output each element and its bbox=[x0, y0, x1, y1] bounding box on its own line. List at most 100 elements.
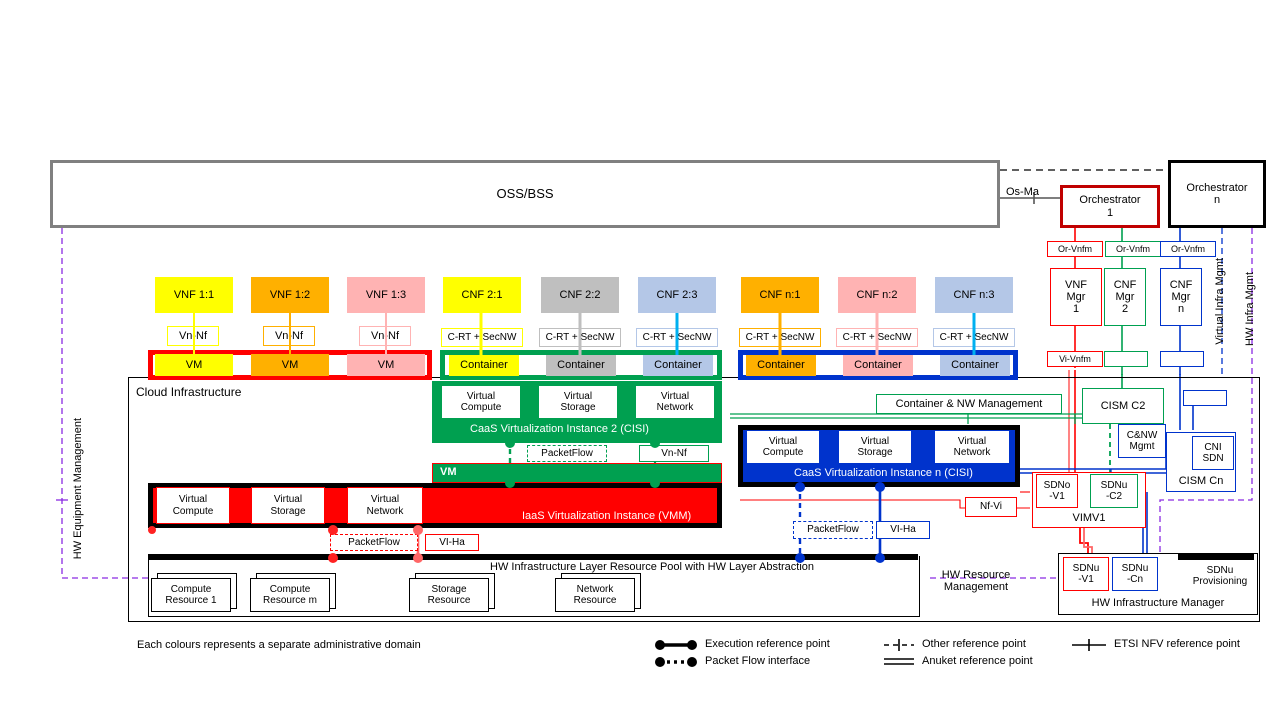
function-box-vnf-1-3[interactable]: VNF 1:3 bbox=[347, 277, 425, 313]
sdno-v1-box[interactable]: SDNo-V1 bbox=[1036, 474, 1078, 508]
rp-crt-secnw-2[interactable]: C-RT + SecNW bbox=[539, 328, 621, 347]
hw-infra-mgmt-label: HW Infra Mgmt bbox=[1244, 272, 1256, 346]
hw-resource-compute-1[interactable]: Compute Resource 1 bbox=[151, 578, 231, 612]
vnf-mgr-1-line2: Mgr bbox=[1066, 290, 1086, 303]
hw-resource-network[interactable]: Network Resource bbox=[555, 578, 635, 612]
unit-container-6[interactable]: Container bbox=[940, 355, 1010, 376]
rp-label: Vn-Nf bbox=[370, 329, 400, 342]
rp-crt-secnw-5[interactable]: C-RT + SecNW bbox=[836, 328, 918, 347]
unit-label: Container bbox=[757, 359, 805, 372]
vnf-mgr-1-line1: VNF bbox=[1065, 278, 1087, 291]
rp-vn-nf-caas2[interactable]: Vn-Nf bbox=[639, 445, 709, 462]
rp-or-vnfm-n[interactable]: Or-Vnfm bbox=[1160, 241, 1216, 257]
hw-resource-compute-m[interactable]: Compute Resource m bbox=[250, 578, 330, 612]
iaas-block[interactable] bbox=[148, 483, 722, 528]
vnf-mgr-1-box[interactable]: VNF Mgr 1 bbox=[1050, 268, 1102, 326]
cnf-mgr-2-line1: CNF bbox=[1113, 278, 1137, 291]
caas2-vm-label: VM bbox=[440, 466, 457, 478]
rp-crt-secnw-6[interactable]: C-RT + SecNW bbox=[933, 328, 1015, 347]
rp-vlha-caasn[interactable]: VI-Ha bbox=[876, 521, 930, 539]
unit-vm-1[interactable]: VM bbox=[155, 354, 233, 376]
cnf-mgr-n-line1: CNF bbox=[1169, 278, 1193, 291]
sdnu-c2-box[interactable]: SDNu-C2 bbox=[1090, 474, 1138, 508]
rp-vn-nf-1[interactable]: Vn-Nf bbox=[167, 326, 219, 346]
sdnu-cn-box[interactable]: SDNu-Cn bbox=[1112, 557, 1158, 591]
unit-container-3[interactable]: Container bbox=[643, 355, 713, 376]
legend-note: Each colours represents a separate admin… bbox=[137, 639, 421, 651]
function-box-cnf-2-3[interactable]: CNF 2:3 bbox=[638, 277, 716, 313]
function-box-cnf-n-3[interactable]: CNF n:3 bbox=[935, 277, 1013, 313]
rp-cnfn-bottom[interactable] bbox=[1160, 351, 1204, 367]
rp-vlha-iaas-visible[interactable]: VI-Ha bbox=[425, 534, 479, 551]
unit-container-2[interactable]: Container bbox=[546, 355, 616, 376]
rp-vn-nf-2[interactable]: Vn-Nf bbox=[263, 326, 315, 346]
function-label: CNF n:2 bbox=[856, 288, 898, 301]
hw-equipment-management-label: HW Equipment Management bbox=[72, 418, 84, 560]
rp-label: C-RT + SecNW bbox=[939, 331, 1009, 343]
rp-crt-secnw-1[interactable]: C-RT + SecNW bbox=[441, 328, 523, 347]
cnf-mgr-n-line3: n bbox=[1177, 303, 1185, 316]
rp-or-vnfm-n-label: Or-Vnfm bbox=[1170, 243, 1205, 254]
unit-container-1[interactable]: Container bbox=[449, 355, 519, 376]
function-box-vnf-1-2[interactable]: VNF 1:2 bbox=[251, 277, 329, 313]
rp-cnfn-bottom-2[interactable] bbox=[1183, 390, 1227, 406]
oss-bss-box[interactable]: OSS/BSS bbox=[50, 160, 1000, 228]
rp-packetflow-caasn[interactable]: PacketFlow bbox=[793, 521, 873, 539]
unit-vm-3[interactable]: VM bbox=[347, 354, 425, 376]
unit-container-4[interactable]: Container bbox=[746, 355, 816, 376]
function-box-cnf-2-2[interactable]: CNF 2:2 bbox=[541, 277, 619, 313]
unit-label: VM bbox=[281, 358, 299, 371]
cism-c2-box[interactable]: CISM C2 bbox=[1082, 388, 1164, 424]
cloud-infrastructure-label: Cloud Infrastructure bbox=[136, 385, 242, 399]
rp-label: C-RT + SecNW bbox=[447, 331, 517, 343]
orchestrator-1-line1: Orchestrator bbox=[1079, 194, 1141, 207]
unit-vm-2[interactable]: VM bbox=[251, 354, 329, 376]
function-box-vnf-1-1[interactable]: VNF 1:1 bbox=[155, 277, 233, 313]
cnf-mgr-n-box[interactable]: CNF Mgr n bbox=[1160, 268, 1202, 326]
container-nw-management-box[interactable]: Container & NW Management bbox=[876, 394, 1062, 414]
function-box-cnf-2-1[interactable]: CNF 2:1 bbox=[443, 277, 521, 313]
rp-vn-nf-3[interactable]: Vn-Nf bbox=[359, 326, 411, 346]
unit-container-5[interactable]: Container bbox=[843, 355, 913, 376]
rp-cnf2-bottom[interactable] bbox=[1104, 351, 1148, 367]
unit-label: Container bbox=[460, 359, 508, 372]
orchestrator-n-box[interactable]: Orchestrator n bbox=[1168, 160, 1266, 228]
rp-crt-secnw-4[interactable]: C-RT + SecNW bbox=[739, 328, 821, 347]
orchestrator-1-box[interactable]: Orchestrator 1 bbox=[1060, 185, 1160, 228]
rp-label: C-RT + SecNW bbox=[642, 331, 712, 343]
rp-packetflow-iaas[interactable]: PacketFlow bbox=[330, 534, 418, 551]
iaas-title: IaaS Virtualization Instance (VMM) bbox=[522, 510, 692, 522]
cnf-mgr-2-line3: 2 bbox=[1121, 303, 1129, 316]
caas2-vm-bar[interactable] bbox=[432, 463, 722, 483]
rp-vi-vnfm[interactable]: Vi-Vnfm bbox=[1047, 351, 1103, 367]
function-label: CNF n:1 bbox=[759, 288, 801, 301]
rp-packetflow-caas2[interactable]: PacketFlow bbox=[527, 445, 607, 462]
hw-resource-storage[interactable]: Storage Resource bbox=[409, 578, 489, 612]
rp-crt-secnw-3[interactable]: C-RT + SecNW bbox=[636, 328, 718, 347]
rp-or-vnfm-2[interactable]: Or-Vnfm bbox=[1105, 241, 1161, 257]
cnf-mgr-2-box[interactable]: CNF Mgr 2 bbox=[1104, 268, 1146, 326]
function-box-cnf-n-1[interactable]: CNF n:1 bbox=[741, 277, 819, 313]
unit-label: Container bbox=[557, 359, 605, 372]
rp-nf-vi[interactable]: Nf-Vi bbox=[965, 497, 1017, 517]
function-box-cnf-n-2[interactable]: CNF n:2 bbox=[838, 277, 916, 313]
function-label: CNF 2:3 bbox=[656, 288, 698, 301]
sdnu-v1-box[interactable]: SDNu-V1 bbox=[1063, 557, 1109, 591]
hw-pool-bar bbox=[148, 554, 918, 560]
rp-label: Vn-Nf bbox=[274, 329, 304, 342]
function-label: CNF 2:2 bbox=[559, 288, 601, 301]
rp-or-vnfm-1[interactable]: Or-Vnfm bbox=[1047, 241, 1103, 257]
